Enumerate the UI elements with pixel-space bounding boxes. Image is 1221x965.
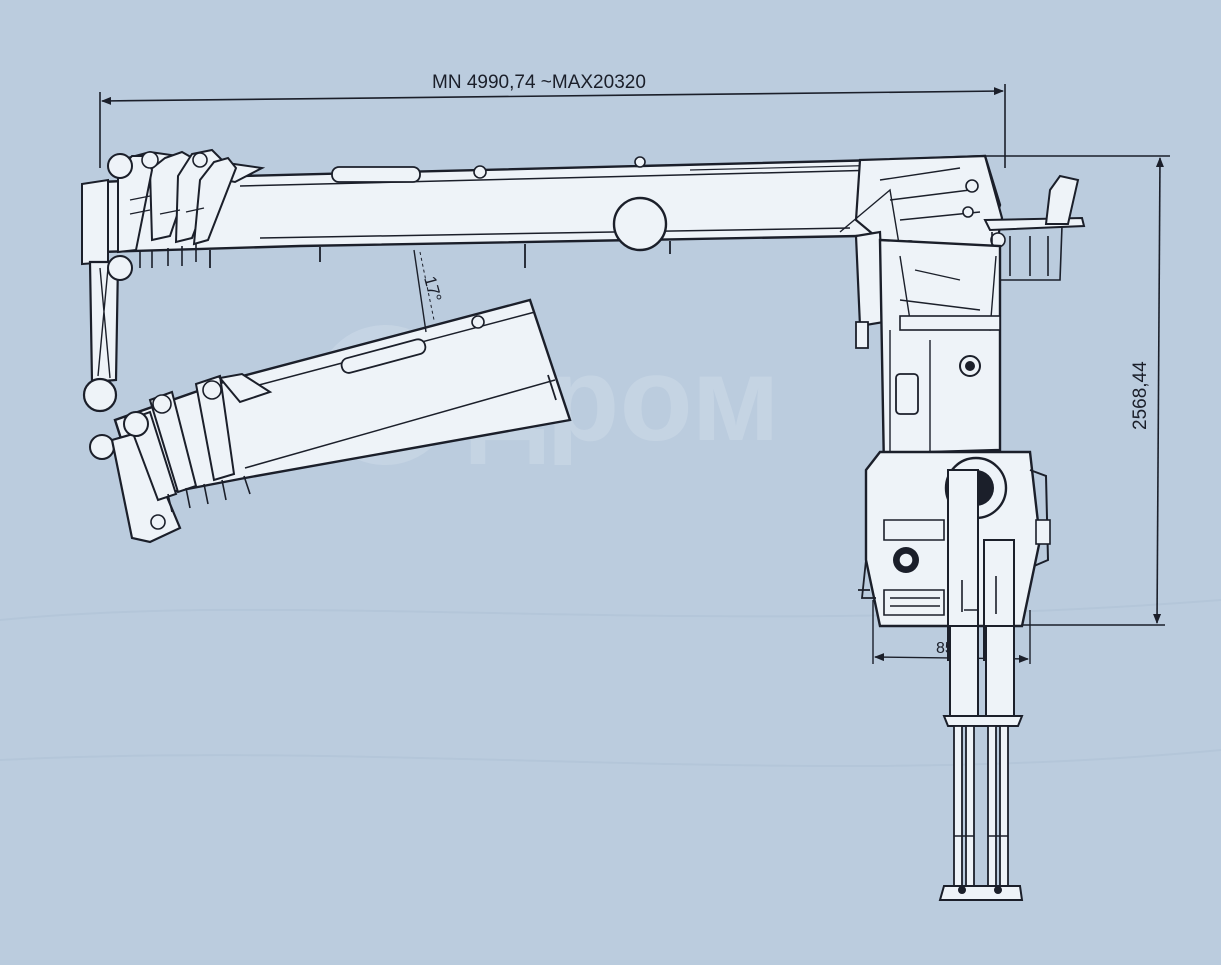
- upper-boom-tip: [81, 178, 109, 266]
- outrigger-outer-right: [985, 625, 1015, 721]
- outrigger-inner-4: [999, 725, 1009, 887]
- reach-dimension-line: [101, 87, 1004, 105]
- upper-tele-link-0: [117, 155, 154, 254]
- slewing-column: [839, 154, 1086, 661]
- outrigger-inner-1: [953, 725, 963, 887]
- angle-reference-line: [413, 249, 427, 333]
- upper-boom: [81, 148, 1002, 268]
- lower-tele-link-3: [194, 374, 236, 482]
- operator-seat-back: [1044, 174, 1080, 225]
- outrigger-inner-2: [965, 725, 975, 887]
- left-link-arm: [82, 255, 133, 460]
- lower-boom-cylinder: [340, 338, 427, 374]
- outrigger-outer-left: [949, 625, 979, 721]
- lower-boom: [110, 298, 572, 544]
- upper-boom-center-pin: [612, 196, 668, 252]
- reach-dimension: MN 4990,74 ~MAX20320: [99, 72, 1006, 168]
- outrigger-foot-pad: [938, 885, 1024, 901]
- left-link-body: [88, 260, 120, 384]
- reach-dimension-text: MN 4990,74 ~MAX20320: [432, 72, 646, 93]
- upper-boom-cylinder: [331, 166, 421, 183]
- height-dimension-text: 2568,44: [1130, 361, 1151, 430]
- outrigger-inner-3: [987, 725, 997, 887]
- upper-tele-link-3: [192, 156, 238, 246]
- column-body: [878, 238, 1002, 472]
- height-dimension-line: [1153, 157, 1164, 624]
- column-valve: [895, 373, 919, 415]
- outrigger-legs: [938, 625, 1024, 901]
- height-dimension: 2568,44: [985, 155, 1170, 626]
